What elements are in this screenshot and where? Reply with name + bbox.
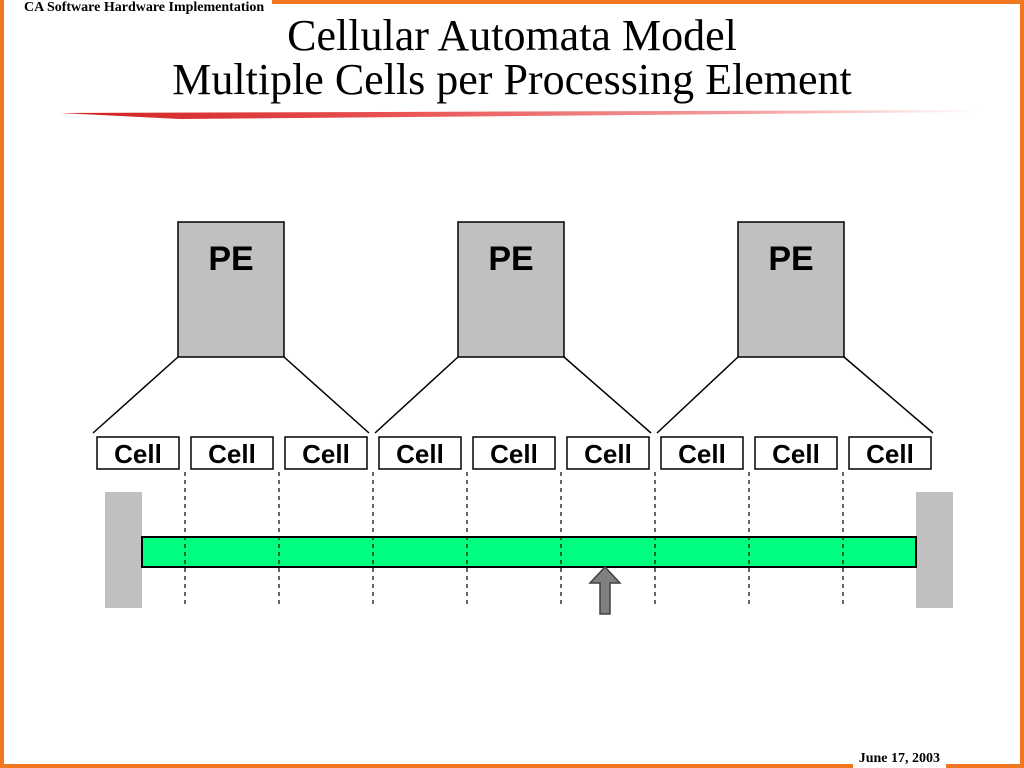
- cell-label: Cell: [584, 439, 632, 469]
- pe-rect: [737, 221, 845, 358]
- pe-box: PE: [92, 221, 370, 434]
- pe-rect: [457, 221, 565, 358]
- cell-rect: [190, 436, 274, 470]
- cell-label: Cell: [208, 439, 256, 469]
- cell-label: Cell: [302, 439, 350, 469]
- cell-rect: [378, 436, 462, 470]
- header-label: CA Software Hardware Implementation: [4, 0, 273, 18]
- title-line-1: Cellular Automata Model: [287, 11, 737, 60]
- left-end-block: [105, 492, 142, 608]
- cell-box: Cell: [472, 436, 556, 470]
- cell-rect: [472, 436, 556, 470]
- cell-label: Cell: [114, 439, 162, 469]
- cell-box: Cell: [754, 436, 838, 470]
- title-line-2: Multiple Cells per Processing Element: [172, 55, 852, 104]
- pe-box: PE: [656, 221, 934, 434]
- pe-connector-right: [283, 356, 370, 434]
- footer-date: June 17, 2003: [852, 750, 946, 768]
- cell-box: Cell: [566, 436, 650, 470]
- pe-rect: [177, 221, 285, 358]
- cell-rect: [284, 436, 368, 470]
- pe-label: PE: [768, 240, 813, 278]
- pe-group: PE PE PE: [92, 221, 934, 434]
- cell-label: Cell: [866, 439, 914, 469]
- cell-label: Cell: [678, 439, 726, 469]
- pe-connector-left: [374, 356, 459, 434]
- cell-label: Cell: [396, 439, 444, 469]
- cell-box: Cell: [96, 436, 180, 470]
- pointer-arrow: [588, 565, 622, 615]
- cell-rect: [566, 436, 650, 470]
- pe-connector-right: [843, 356, 934, 434]
- cell-label: Cell: [490, 439, 538, 469]
- cell-dividers: [184, 472, 844, 608]
- cell-rect: [660, 436, 744, 470]
- cell-rect: [754, 436, 838, 470]
- cell-box: Cell: [190, 436, 274, 470]
- cell-box: Cell: [848, 436, 932, 470]
- cell-box: Cell: [284, 436, 368, 470]
- cell-group: Cell Cell Cell Cell Cell Cell Cell Cell Cell: [96, 436, 932, 470]
- pe-label: PE: [208, 240, 253, 278]
- pe-box: PE: [374, 221, 652, 434]
- pe-connector-left: [92, 356, 179, 434]
- cell-rect: [96, 436, 180, 470]
- cell-rect: [848, 436, 932, 470]
- cell-array-bar: [141, 536, 917, 568]
- slide-title: Cellular Automata Model Multiple Cells p…: [0, 14, 1024, 102]
- title-underline: [60, 110, 980, 119]
- pe-connector-right: [563, 356, 652, 434]
- pe-label: PE: [488, 240, 533, 278]
- pe-connector-left: [656, 356, 739, 434]
- cell-box: Cell: [660, 436, 744, 470]
- cell-label: Cell: [772, 439, 820, 469]
- right-end-block: [916, 492, 953, 608]
- cell-box: Cell: [378, 436, 462, 470]
